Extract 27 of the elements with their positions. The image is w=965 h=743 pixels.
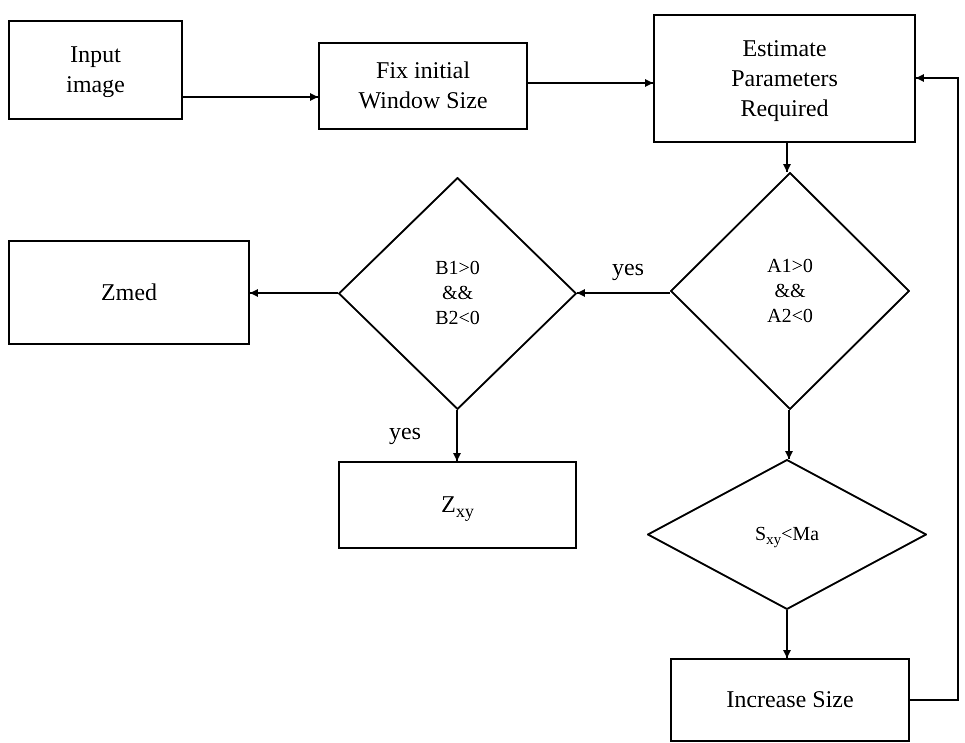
decision-diamond: [670, 172, 910, 410]
process-box: [8, 20, 183, 120]
process-box: [338, 461, 577, 549]
process-box: [653, 14, 916, 143]
process-box: [318, 42, 528, 130]
arrow: [783, 610, 791, 658]
node-label: A1>0 && A2<0: [766, 254, 814, 328]
process-box: [670, 658, 910, 742]
process-box: [8, 240, 250, 345]
node-label: Zmed: [101, 278, 157, 308]
node-label: S$_{xy}$<Ma: [754, 522, 820, 547]
decision-diamond: [647, 459, 927, 610]
arrow: [250, 289, 338, 297]
arrow: [783, 143, 791, 172]
node-label: Fix initial Window Size: [357, 57, 488, 116]
node-label: Estimate Parameters Required: [730, 34, 839, 124]
decision-diamond: [338, 177, 577, 410]
arrow: [785, 410, 793, 459]
arrow: [577, 289, 670, 297]
node-label: Input image: [65, 41, 126, 100]
arrow: [453, 410, 461, 461]
arrow: [528, 79, 653, 87]
node-label: Z$_{xy}$: [441, 491, 474, 520]
arrow: [910, 74, 959, 701]
arrow: [183, 93, 318, 101]
node-label: Increase Size: [726, 686, 854, 715]
node-label: B1>0 && B2<0: [434, 256, 481, 331]
